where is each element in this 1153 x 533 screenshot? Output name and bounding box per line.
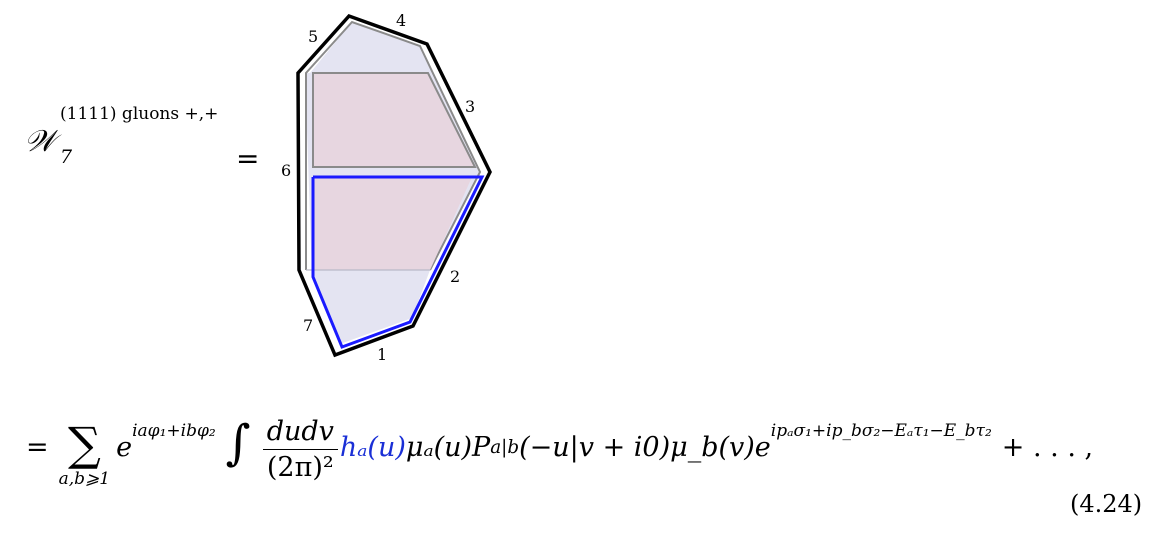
fraction-numerator: dudv: [262, 416, 338, 450]
edge-label-5: 5: [308, 27, 318, 46]
edge-label-1: 1: [377, 345, 387, 364]
formula-tail: + . . . ,: [1001, 431, 1094, 463]
p-subscript: a|b: [490, 436, 520, 458]
lhs-equals: =: [236, 142, 260, 175]
formula-line: = ∑ a,b⩾1 e iaφ₁+ibφ₂ ∫ dudv (2π)² hₐ(u)…: [26, 413, 1094, 490]
fraction: dudv (2π)²: [262, 416, 338, 483]
equation-number: (4.24): [1070, 490, 1143, 518]
mu-b-term: μ_b(v): [670, 431, 755, 463]
edge-label-6: 6: [281, 161, 291, 180]
formula-equals: =: [26, 431, 49, 463]
integral-sign: ∫: [225, 415, 251, 471]
blue-path: [311, 175, 485, 349]
pink-middle-shape: [313, 177, 472, 270]
h-term: hₐ(u): [339, 431, 406, 463]
p-arguments: (−u|v + i0): [519, 431, 671, 463]
sum-sign: ∑: [67, 417, 101, 471]
exp-base-1: e: [116, 431, 133, 463]
edge-label-4: 4: [396, 11, 406, 30]
fraction-denominator: (2π)²: [266, 451, 334, 483]
sum-block: ∑ a,b⩾1: [59, 421, 110, 489]
black-outline: [296, 13, 492, 358]
sum-limits: a,b⩾1: [58, 469, 111, 489]
exp-base-2: e: [754, 431, 771, 463]
lhs-subscript: 7: [60, 146, 73, 168]
gray-top-shape: [312, 72, 477, 168]
w-symbol: 𝒲: [24, 124, 56, 159]
gray-upper-boundary: [305, 20, 482, 271]
exponent-2: ipₐσ₁+ip_bσ₂−Eₐτ₁−E_bτ₂: [770, 421, 992, 441]
p-symbol: P: [472, 431, 491, 463]
edge-label-2: 2: [450, 267, 460, 286]
exponent-1: iaφ₁+ibφ₂: [132, 421, 216, 441]
lhs-superscript: (1111) gluons +,+: [60, 104, 219, 124]
mu-a-term: μₐ(u): [405, 431, 473, 463]
lhs-symbol: 𝒲 (1111) gluons +,+ 7: [24, 104, 218, 168]
edge-label-3: 3: [465, 97, 475, 116]
edge-label-7: 7: [303, 316, 313, 335]
